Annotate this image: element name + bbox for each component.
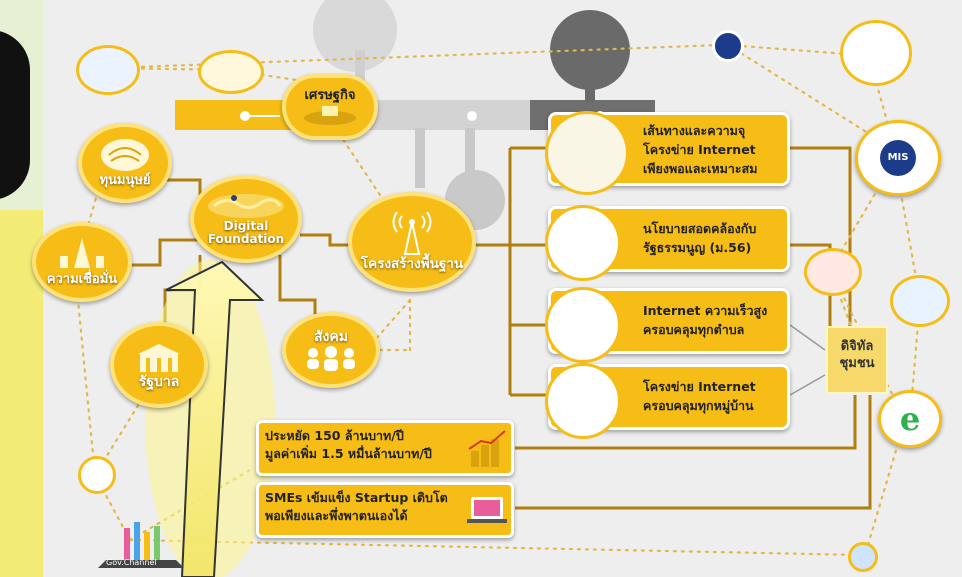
- classroom-icon[interactable]: [76, 45, 140, 95]
- mis-label: MIS: [880, 140, 916, 176]
- government-label: รัฐบาล: [138, 374, 180, 390]
- gov-channel-label: Gov.Channel: [106, 558, 157, 567]
- card-line: นโยบายสอดคล้องกับ: [643, 221, 757, 236]
- data-analytics-icon[interactable]: [890, 275, 950, 327]
- card-line: โครงข่าย Internet: [643, 142, 756, 157]
- digital-foundation-label: Digital Foundation: [207, 219, 285, 246]
- e-service-icon: e: [899, 400, 921, 438]
- society-node[interactable]: สังคม: [282, 312, 380, 388]
- savings-line: มูลค่าเพิ่ม 1.5 หมื่นล้านบาท/ปี: [265, 446, 432, 461]
- grey-top-circle: [313, 0, 397, 72]
- savings-line: ประหยัด 150 ล้านบาท/ปี: [265, 428, 404, 443]
- economy-label: เศรษฐกิจ: [304, 88, 356, 103]
- infrastructure-label: โครงสร้างพื้นฐาน: [360, 256, 464, 272]
- card-line: Internet ความเร็วสูง: [643, 303, 768, 318]
- card-policy[interactable]: นโยบายสอดคล้องกับ รัฐธรรมนูญ (ม.56): [545, 205, 790, 281]
- confidence-node[interactable]: ความเชื่อมั่น: [32, 222, 132, 302]
- digital-community-label: ดิจิทัลชุมชน: [839, 339, 875, 371]
- savings-card[interactable]: ประหยัด 150 ล้านบาท/ปี มูลค่าเพิ่ม 1.5 ห…: [256, 420, 514, 476]
- infrastructure-node[interactable]: โครงสร้างพื้นฐาน: [348, 192, 476, 292]
- digital-community-box[interactable]: ดิจิทัลชุมชน: [826, 326, 888, 394]
- world-map-icon: [208, 194, 284, 218]
- card-line: เพียงพอและเหมาะสม: [643, 161, 758, 176]
- tower-thumb-icon: [545, 287, 621, 363]
- economy-node[interactable]: เศรษฐกิจ: [282, 74, 378, 140]
- people-group-icon: [307, 346, 355, 371]
- head-silhouette-icon: [0, 30, 30, 200]
- gov-channel-icon[interactable]: Gov.Channel: [96, 520, 186, 570]
- confidence-label: ความเชื่อมั่น: [46, 272, 118, 287]
- card-high-speed[interactable]: Internet ความเร็วสูง ครอบคลุมทุกตำบล: [545, 287, 790, 363]
- dashboard-screen-icon[interactable]: [804, 248, 862, 296]
- parliament-building-icon: [138, 344, 180, 372]
- card-line: เส้นทางและความจุ: [643, 123, 746, 138]
- gold-coins-icon: [304, 106, 356, 125]
- smes-card[interactable]: SMEs เข้มแข็ง Startup เติบโต พอเพียงและพ…: [256, 482, 514, 538]
- card-internet-capacity[interactable]: เส้นทางและความจุ โครงข่าย Internet เพียง…: [545, 111, 790, 195]
- temple-icon: [60, 238, 104, 268]
- card-line: รัฐธรรมนูญ (ม.56): [643, 240, 752, 255]
- factory-cloud-icon[interactable]: [840, 20, 912, 86]
- network-map-icon[interactable]: [198, 50, 264, 94]
- smes-line: พอเพียงและพึ่งพาตนเองได้: [265, 508, 408, 523]
- network-map-thumb-icon: [545, 111, 629, 195]
- society-label: สังคม: [314, 329, 348, 345]
- human-capital-node[interactable]: ทุนมนุษย์: [78, 123, 172, 203]
- e-service-node[interactable]: e: [878, 390, 942, 448]
- card-line: โครงข่าย Internet: [643, 379, 756, 394]
- partner-dot-icon[interactable]: [78, 456, 116, 494]
- card-line: ครอบคลุมทุกหมู่บ้าน: [643, 398, 754, 413]
- digital-foundation-node[interactable]: Digital Foundation: [190, 175, 302, 263]
- globe-icon[interactable]: [848, 542, 878, 572]
- brain-icon: [101, 139, 149, 171]
- monument-thumb-icon: [545, 205, 621, 281]
- human-capital-label: ทุนมนุษย์: [99, 173, 151, 188]
- card-village-network[interactable]: โครงข่าย Internet ครอบคลุมทุกหมู่บ้าน: [545, 363, 790, 439]
- shop-laptop-icon: [467, 497, 507, 523]
- smes-line: SMEs เข้มแข็ง Startup เติบโต: [265, 490, 448, 505]
- card-line: ครอบคลุมทุกตำบล: [643, 322, 745, 337]
- government-node[interactable]: รัฐบาล: [110, 322, 208, 408]
- coin-growth-icon: [468, 430, 506, 467]
- antenna-tower-icon: [392, 212, 432, 255]
- village-tower-thumb-icon: [545, 363, 621, 439]
- growth-arrow: [165, 260, 265, 577]
- mis-node[interactable]: MIS: [855, 120, 941, 196]
- apps-icon[interactable]: [712, 30, 744, 62]
